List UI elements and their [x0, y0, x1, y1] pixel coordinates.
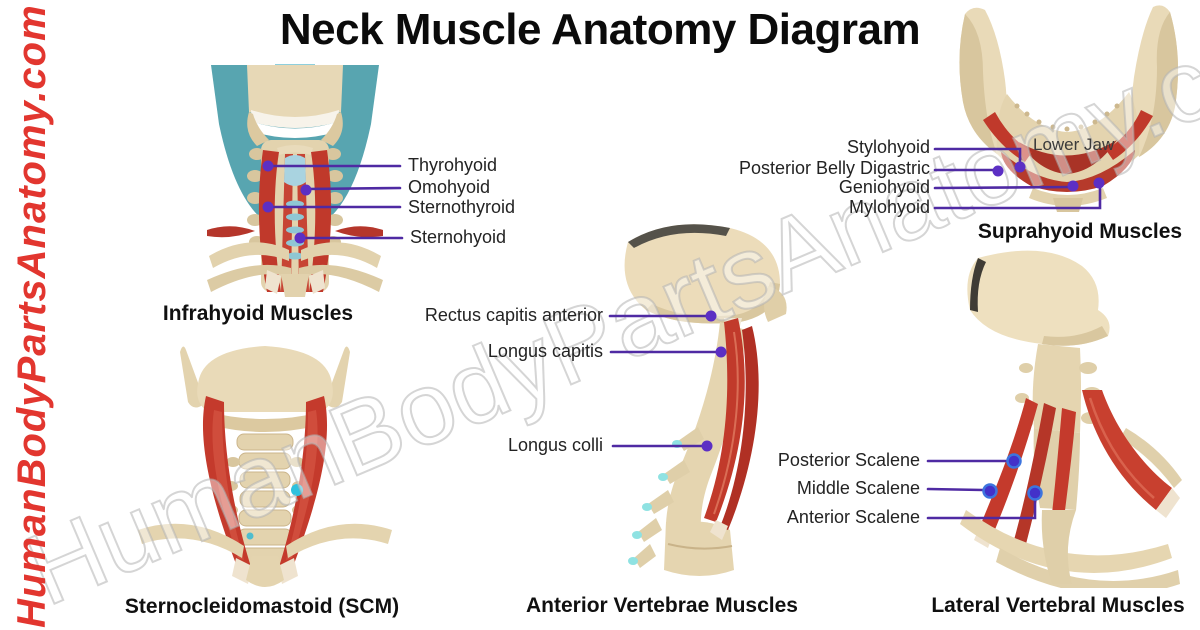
- label-posterior-scalene: Posterior Scalene: [777, 450, 920, 470]
- suprahyoid-illustration: [959, 5, 1179, 212]
- scm-illustration: [138, 346, 392, 587]
- caption-scm: Sternocleidomastoid (SCM): [124, 595, 400, 618]
- label-anterior-scalene: Anterior Scalene: [786, 507, 920, 527]
- lateral-vertebral-illustration: [960, 250, 1182, 588]
- caption-anterior-vertebrae: Anterior Vertebrae Muscles: [526, 594, 798, 617]
- label-geniohyoid: Geniohyoid: [838, 177, 930, 197]
- label-lower-jaw: Lower Jaw: [1033, 135, 1115, 154]
- cyan-marker-dot: [291, 484, 303, 496]
- label-longus-capitis: Longus capitis: [487, 341, 603, 361]
- label-posterior-belly-digastric: Posterior Belly Digastric: [738, 158, 930, 178]
- site-watermark-vertical: HumanBodyPartsAnatomy.com: [10, 4, 54, 628]
- label-sternohyoid: Sternohyoid: [410, 227, 507, 247]
- infrahyoid-illustration: [207, 64, 383, 297]
- label-longus-colli: Longus colli: [507, 435, 603, 455]
- caption-infrahyoid: Infrahyoid Muscles: [162, 302, 354, 325]
- caption-lateral-vertebral: Lateral Vertebral Muscles: [931, 594, 1185, 617]
- label-sternothyroid: Sternothyroid: [408, 197, 516, 217]
- label-rectus-capitis-anterior: Rectus capitis anterior: [424, 305, 603, 325]
- caption-suprahyoid: Suprahyoid Muscles: [977, 220, 1183, 243]
- label-middle-scalene: Middle Scalene: [796, 478, 920, 498]
- label-stylohyoid: Stylohyoid: [846, 137, 930, 157]
- label-mylohyoid: Mylohyoid: [848, 197, 930, 217]
- label-thyrohyoid: Thyrohyoid: [408, 155, 498, 175]
- page-title: Neck Muscle Anatomy Diagram: [279, 5, 921, 54]
- anterior-vertebrae-illustration: [624, 224, 787, 576]
- label-omohyoid: Omohyoid: [408, 177, 491, 197]
